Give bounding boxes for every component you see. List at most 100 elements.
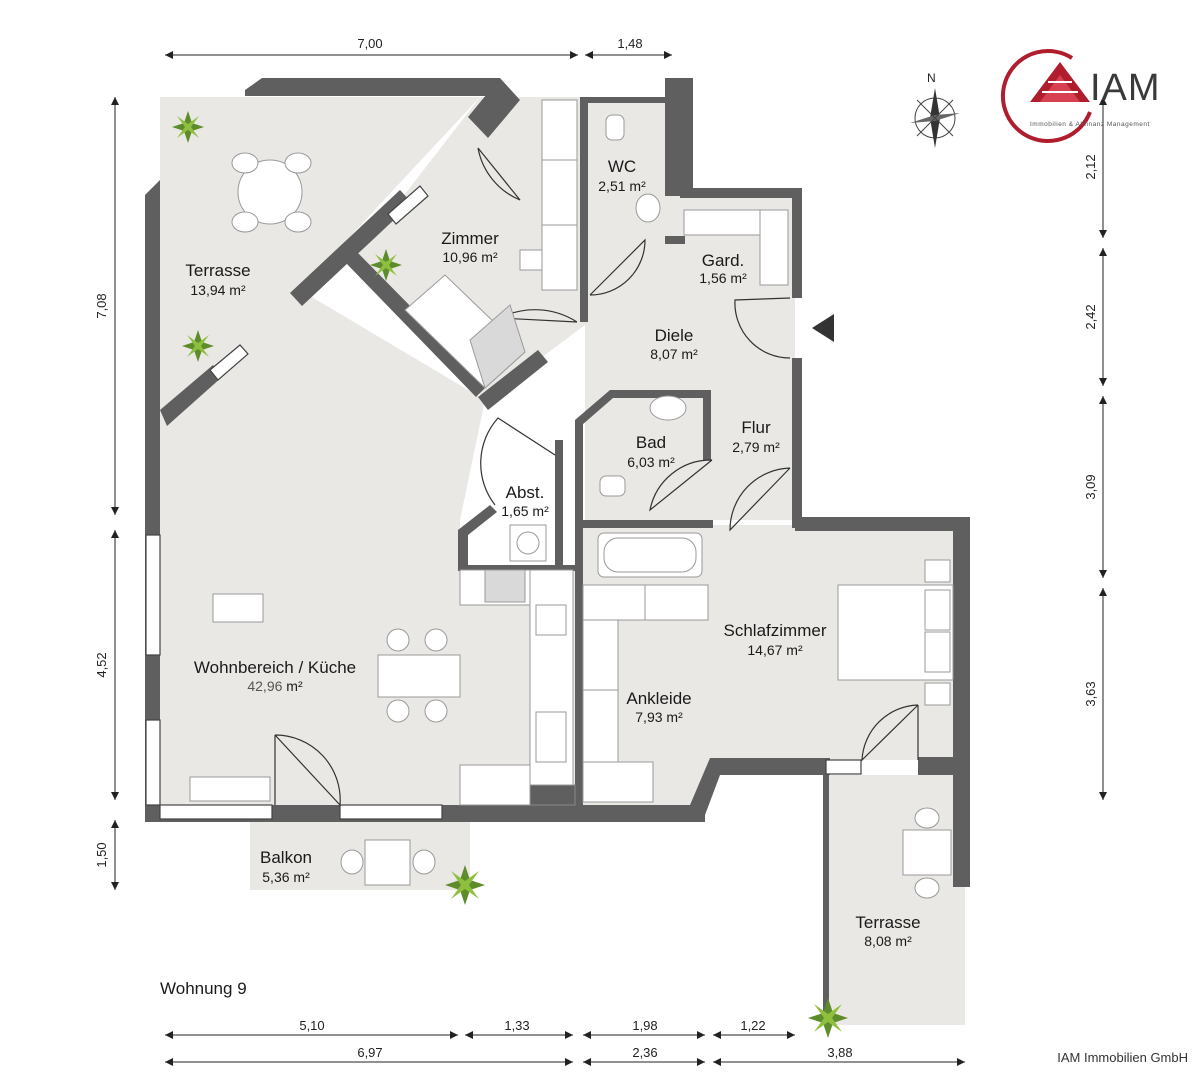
room-schlafzimmer-area: 14,67 m² (747, 642, 803, 658)
dim-right-1: 2,12 (1083, 154, 1098, 179)
dim-left-1: 7,08 (94, 293, 109, 318)
wall-wc-east (665, 78, 693, 196)
wall-bad-north (575, 390, 710, 425)
floor-wohnbereich (160, 290, 575, 805)
wall-kitchen-end (529, 784, 576, 806)
room-wc-area: 2,51 m² (598, 178, 646, 194)
plants (172, 111, 848, 1038)
compass-icon: N (910, 71, 960, 148)
dim-bottom2-2: 2,36 (632, 1045, 657, 1060)
dim-bottom2-1: 6,97 (357, 1045, 382, 1060)
room-zimmer-area: 10,96 m² (442, 249, 498, 265)
wall-abst-south (458, 565, 575, 571)
door-abst (480, 417, 556, 506)
window-schlaf (825, 759, 862, 775)
wall-zimmer-wc (580, 97, 588, 322)
room-wohnbereich-area-unit: m² (286, 678, 303, 694)
floor-zimmer (350, 97, 585, 400)
door-wc (589, 238, 646, 296)
room-terrace-nw-area: 13,94 m² (190, 282, 246, 298)
room-ankleide-area: 7,93 m² (635, 709, 683, 725)
room-diele-area: 8,07 m² (650, 346, 698, 362)
dim-bottom1-2: 1,33 (504, 1018, 529, 1033)
wall-schlaf-north (795, 517, 970, 531)
window-west-2 (145, 719, 161, 806)
apartment-label: Wohnung 9 (160, 979, 247, 998)
room-bad-name: Bad (636, 433, 666, 452)
wall-schlaf-east (953, 517, 970, 887)
room-wc-name: WC (608, 157, 636, 176)
wall-bad-west (575, 420, 583, 805)
dim-top-2: 1,48 (617, 36, 642, 51)
wall-schlaf-se (918, 757, 958, 775)
wall-zimmer-se (478, 350, 548, 410)
room-balkon-area: 5,36 m² (262, 869, 310, 885)
room-balkon-name: Balkon (260, 848, 312, 867)
wall-wc-south (665, 236, 685, 244)
windows (145, 185, 862, 820)
living-sideboard (189, 776, 271, 802)
room-diele-name: Diele (655, 326, 694, 345)
plant-icon (182, 330, 214, 362)
dim-bottom1-3: 1,98 (632, 1018, 657, 1033)
room-flur-name: Flur (741, 418, 771, 437)
dining-table (377, 654, 461, 698)
window-zimmer (387, 185, 429, 225)
balkon-table (364, 839, 411, 886)
wall-diagonal-top (468, 78, 520, 138)
room-flur-area: 2,79 m² (732, 439, 780, 455)
plant-icon (445, 865, 485, 905)
room-abst-area: 1,65 m² (501, 503, 549, 519)
wall-diagonal-mid (290, 190, 412, 306)
dim-left-3: 1,50 (94, 842, 109, 867)
room-ankleide-name: Ankleide (626, 689, 691, 708)
wall-diagonal-low (160, 365, 222, 426)
window-west-1 (145, 534, 161, 656)
dim-right-3: 3,09 (1083, 474, 1098, 499)
logo-mark-icon (1000, 49, 1092, 144)
room-wohnbereich-area: 42,96 m² (247, 678, 303, 694)
entrance-arrow-icon (812, 314, 834, 342)
room-labels: Terrasse 13,94 m² Zimmer 10,96 m² WC 2,5… (185, 157, 920, 949)
dim-top-1: 7,00 (357, 36, 382, 51)
room-terrace-se-area: 8,08 m² (864, 933, 912, 949)
room-wohnbereich-name: Wohnbereich / Küche (194, 658, 356, 677)
wc-toilet (605, 114, 625, 141)
dim-bottom1-1: 5,10 (299, 1018, 324, 1033)
gard-shelf (683, 209, 761, 236)
dim-right-4: 3,63 (1083, 681, 1098, 706)
compass-north-label: N (927, 71, 936, 85)
dim-right-2: 2,42 (1083, 304, 1098, 329)
window-south-1 (159, 804, 273, 820)
door-entry (734, 297, 791, 359)
wall-bad-south (583, 520, 713, 528)
terrace-se-table (902, 829, 952, 876)
room-terrace-se-name: Terrasse (855, 913, 920, 932)
wall-schlaf-south (690, 758, 830, 815)
logo-text: IAM (1090, 67, 1161, 109)
door-bad (649, 459, 713, 512)
bad-sink (649, 395, 687, 421)
plant-icon (172, 111, 204, 143)
dim-bottom1-4: 1,22 (740, 1018, 765, 1033)
room-bad-area: 6,03 m² (627, 454, 675, 470)
door-terrace-se (861, 704, 919, 762)
room-abst-name: Abst. (506, 483, 545, 502)
dim-left-2: 4,52 (94, 652, 109, 677)
wall-abst-east (555, 440, 563, 570)
floor-diele (585, 195, 795, 520)
window-south-2 (339, 804, 443, 820)
dimension-lines: 7,00 1,48 7,08 4,52 1,50 2,12 2,42 3,09 … (94, 36, 1107, 1066)
terrace-round-table (237, 159, 303, 225)
logo-subtitle: Immobilien & Allfinanz Management (1030, 121, 1150, 128)
floor-terrace-se (828, 775, 965, 1025)
wall-zimmer-south (345, 252, 488, 397)
room-terrace-nw-name: Terrasse (185, 261, 250, 280)
room-schlafzimmer-name: Schlafzimmer (724, 621, 827, 640)
wall-west-upper (145, 180, 160, 420)
wall-north (245, 78, 500, 96)
footer-company: IAM Immobilien GmbH (1057, 1050, 1188, 1065)
room-gard-area: 1,56 m² (699, 270, 747, 286)
wall-east-mid (792, 358, 802, 528)
